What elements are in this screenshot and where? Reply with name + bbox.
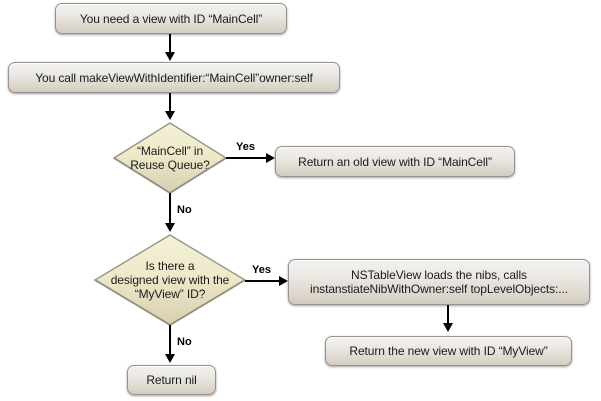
node-return-new-view[interactable]: Return the new view with ID “MyView” [325, 336, 572, 366]
arrowhead-designed-yes [279, 276, 288, 286]
node-call-makeview-label: You call makeViewWithIdentifier:“MainCel… [35, 70, 313, 85]
node-loads-nibs[interactable]: NSTableView loads the nibs, calls instan… [288, 259, 590, 305]
node-loads-nibs-line2: instanstiateNibWithOwner:self topLevelOb… [310, 282, 568, 296]
node-return-old-view-label: Return an old view with ID “MainCell” [298, 154, 492, 169]
arrowhead-call-to-decision-reuse [165, 111, 175, 120]
node-loads-nibs-label: NSTableView loads the nibs, calls instan… [297, 268, 581, 296]
decision-designed-line3: “MyView” ID? [134, 287, 206, 301]
node-return-nil[interactable]: Return nil [127, 365, 216, 395]
node-call-makeview[interactable]: You call makeViewWithIdentifier:“MainCel… [8, 62, 340, 93]
connector-reuse-yes [226, 157, 268, 159]
node-start[interactable]: You need a view with ID “MainCell” [55, 3, 287, 34]
edge-label-designed-no: No [177, 336, 192, 348]
connector-reuse-no [169, 193, 171, 225]
edge-label-reuse-no: No [177, 204, 192, 216]
edge-label-reuse-yes: Yes [236, 141, 255, 153]
connector-call-to-decision-reuse [169, 93, 171, 113]
connector-designed-no [169, 325, 171, 356]
arrowhead-loads-nibs-to-return-new [443, 323, 453, 332]
connector-designed-yes [245, 280, 281, 282]
arrowhead-reuse-no [165, 223, 175, 232]
arrowhead-designed-no [165, 354, 175, 363]
node-return-old-view[interactable]: Return an old view with ID “MainCell” [275, 146, 515, 177]
connector-start-to-call [169, 34, 171, 54]
connector-loads-nibs-to-return-new [447, 305, 449, 325]
arrowhead-start-to-call [165, 52, 175, 61]
node-decision-reuse-queue[interactable]: “MainCell” in Reuse Queue? [112, 121, 228, 195]
node-decision-reuse-queue-label: “MainCell” in Reuse Queue? [112, 121, 228, 195]
node-decision-designed-view-label: Is there a designed view with the “MyVie… [93, 233, 247, 327]
arrowhead-reuse-yes [266, 153, 275, 163]
node-return-new-view-label: Return the new view with ID “MyView” [349, 344, 548, 358]
decision-reuse-line2: Reuse Queue? [130, 158, 210, 172]
node-return-nil-label: Return nil [146, 373, 197, 387]
edge-label-designed-yes: Yes [252, 264, 271, 276]
node-decision-designed-view[interactable]: Is there a designed view with the “MyVie… [93, 233, 247, 327]
decision-reuse-line1: “MainCell” in [136, 144, 204, 158]
decision-designed-line1: Is there a [145, 259, 195, 273]
node-loads-nibs-line1: NSTableView loads the nibs, calls [351, 268, 527, 282]
decision-designed-line2: designed view with the [110, 273, 230, 287]
node-start-label: You need a view with ID “MainCell” [79, 11, 263, 26]
